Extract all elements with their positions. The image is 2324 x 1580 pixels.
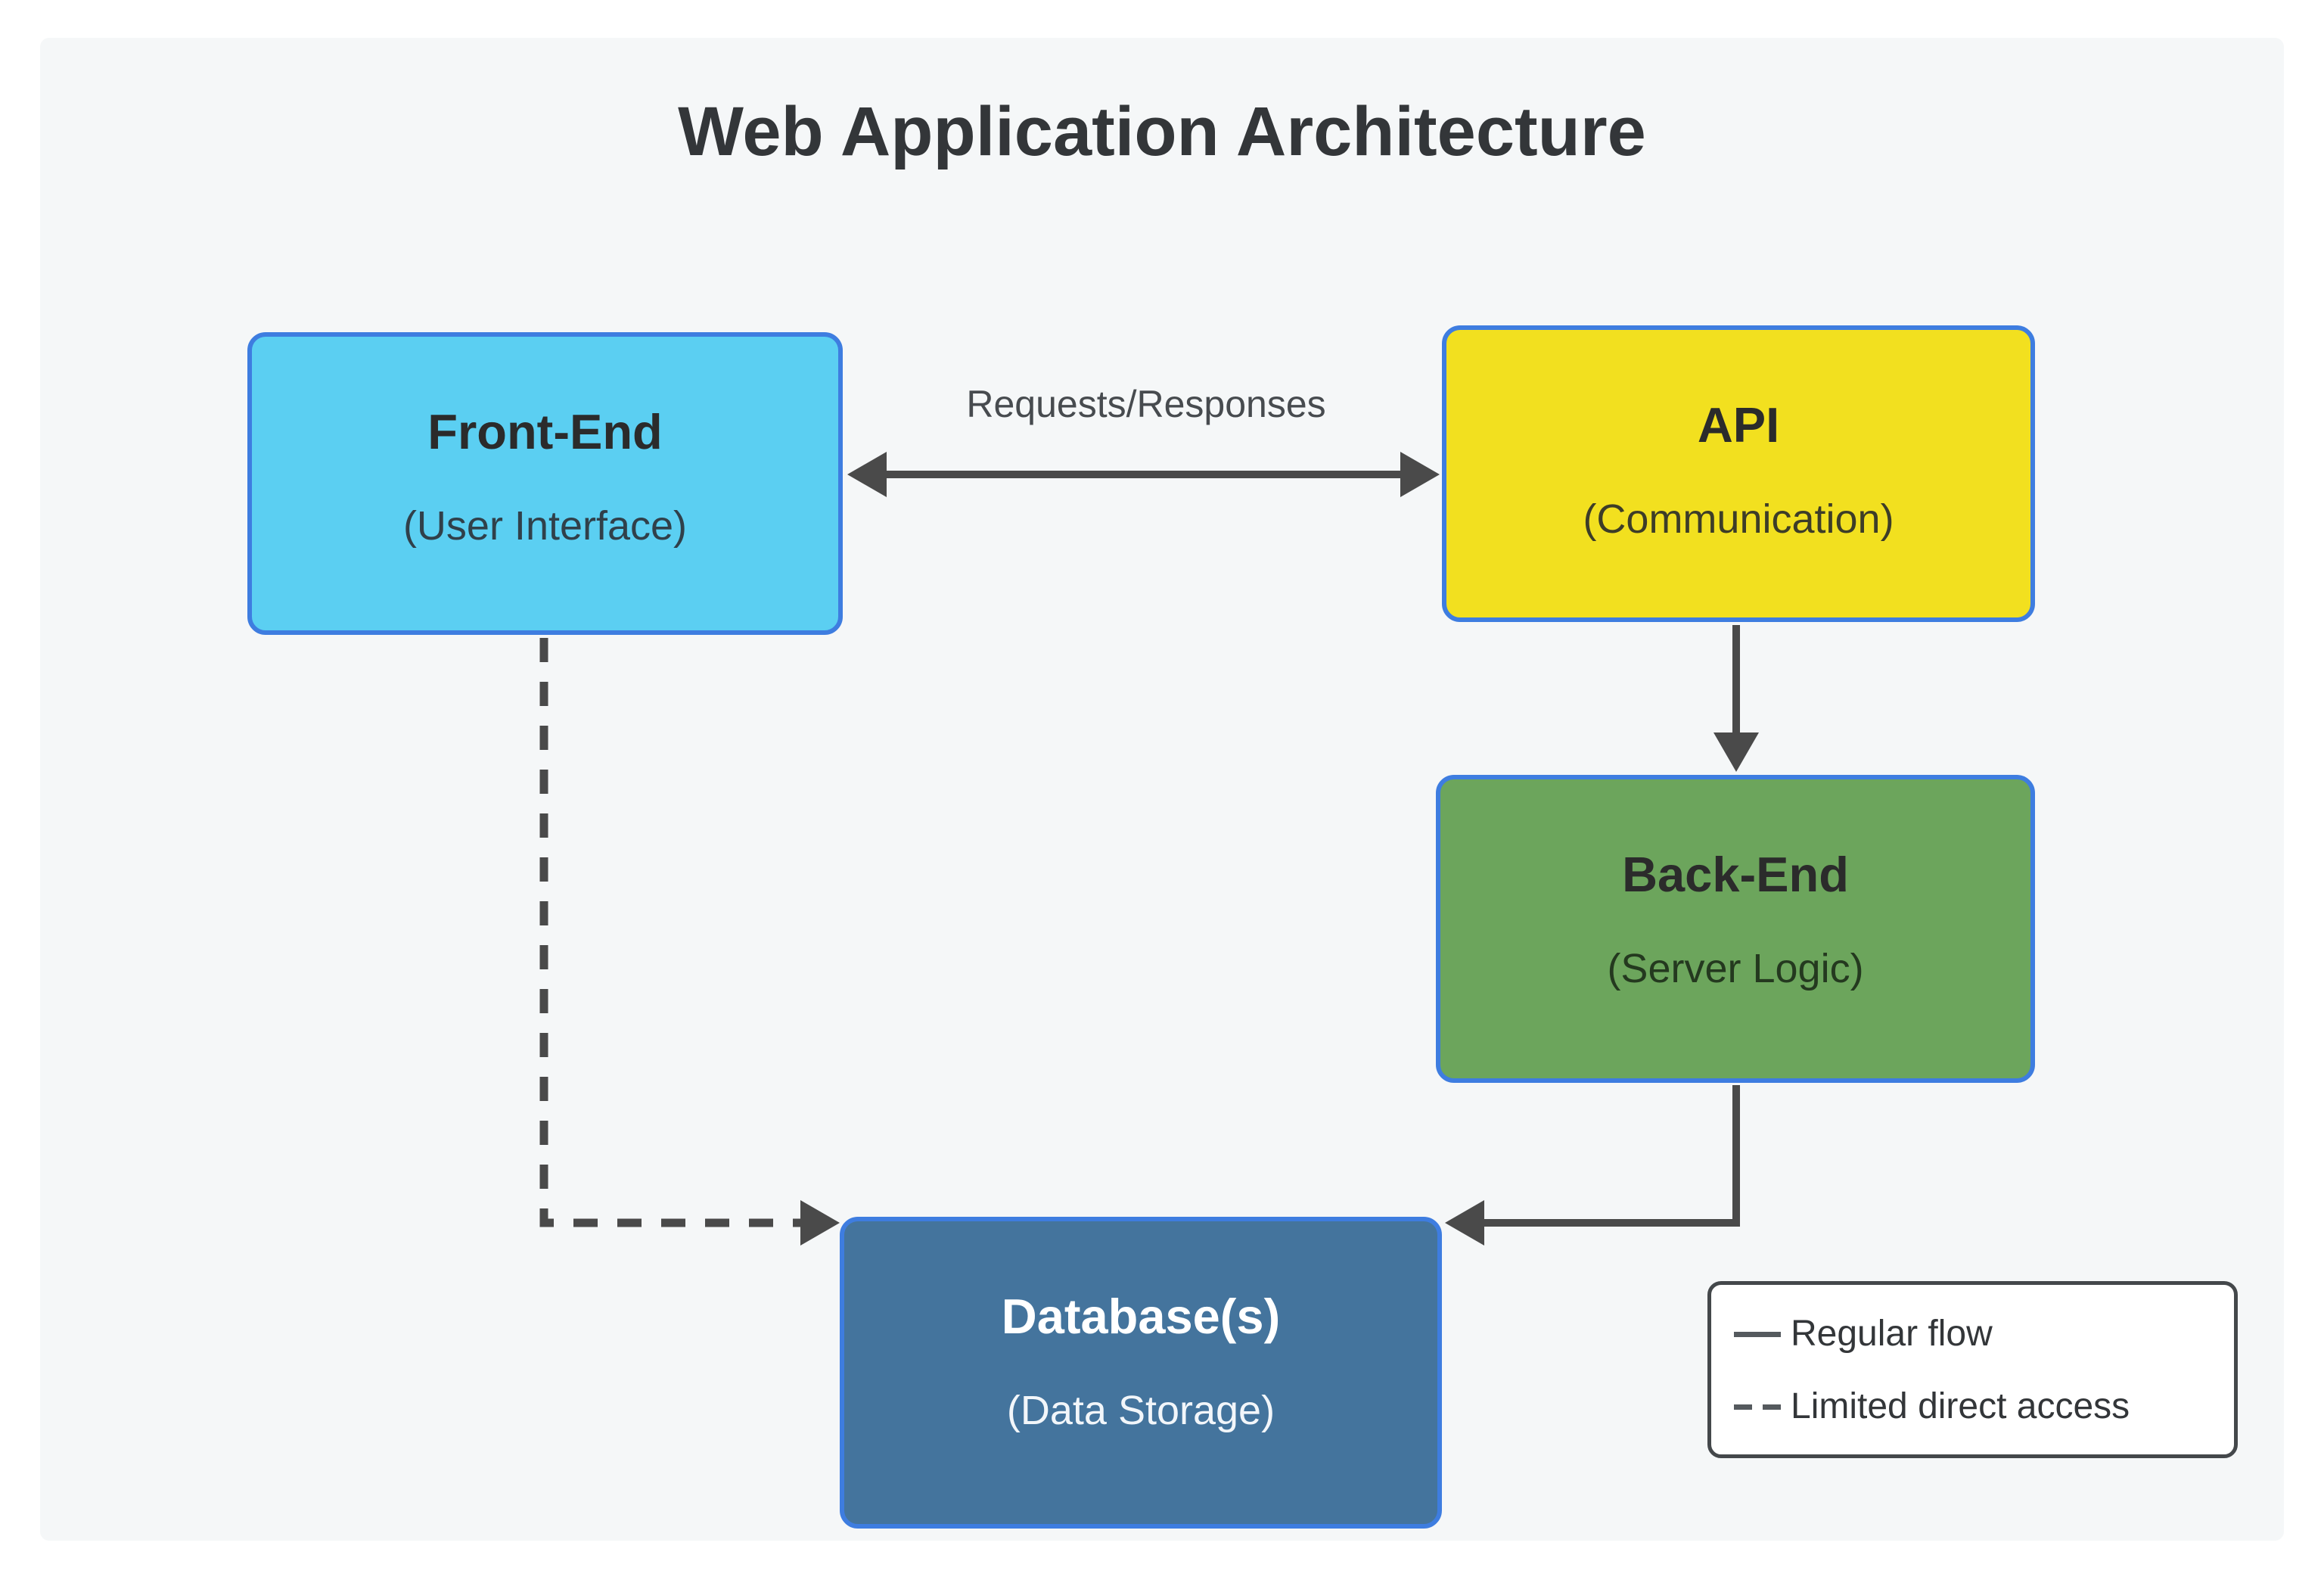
node-api-title: API [1697, 397, 1780, 453]
node-api-subtitle: (Communication) [1583, 496, 1894, 542]
node-backend-title: Back-End [1622, 847, 1849, 902]
diagram-title: Web Application Architecture [678, 93, 1646, 170]
node-database-subtitle: (Data Storage) [1006, 1388, 1275, 1433]
dashed-line-icon [1734, 1404, 1781, 1410]
legend-item-limited-direct-access: Limited direct access [1711, 1385, 2234, 1429]
node-backend: Back-End (Server Logic) [1436, 775, 2035, 1083]
edge-api-backend [1713, 625, 1759, 772]
node-frontend-subtitle: (User Interface) [402, 503, 688, 549]
legend-item-label: Limited direct access [1791, 1386, 2130, 1426]
legend-item-label: Regular flow [1791, 1314, 1993, 1354]
edge-frontend-api [847, 452, 1440, 497]
node-backend-subtitle: (Server Logic) [1607, 946, 1864, 991]
edge-frontend-api-label: Requests/Responses [966, 383, 1326, 425]
arrowhead-right-icon [800, 1200, 840, 1246]
edge-backend-database [1445, 1085, 1740, 1246]
node-frontend-title: Front-End [427, 404, 663, 459]
edge-frontend-database-shaft [539, 638, 800, 1227]
arrowhead-right-icon [1400, 452, 1440, 497]
node-frontend: Front-End (User Interface) [247, 332, 843, 635]
solid-line-icon [1734, 1332, 1781, 1337]
node-database-title: Database(s) [1001, 1289, 1281, 1344]
arrowhead-left-icon [1445, 1200, 1484, 1246]
legend: Regular flow Limited direct access [1707, 1281, 2238, 1458]
edge-frontend-database-dashed [539, 638, 840, 1246]
arrowhead-down-icon [1713, 732, 1759, 772]
edge-backend-database-shaft [1481, 1085, 1740, 1227]
arrowhead-left-icon [847, 452, 887, 497]
node-database: Database(s) (Data Storage) [840, 1217, 1442, 1529]
node-api: API (Communication) [1442, 325, 2035, 622]
legend-item-regular-flow: Regular flow [1711, 1312, 2234, 1356]
